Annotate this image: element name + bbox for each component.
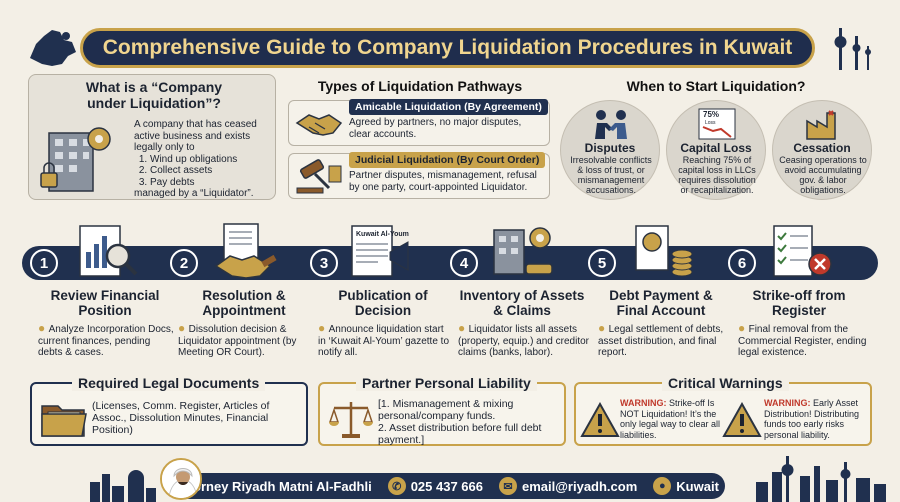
amicable-title: Amicable Liquidation (By Agreement)	[349, 99, 548, 115]
step-number: 6	[728, 249, 756, 277]
email-contact[interactable]: ✉email@riyadh.com	[499, 477, 637, 495]
liability-text: [1. Mismanagement & mixing personal/comp…	[378, 398, 542, 446]
factory-icon	[806, 110, 836, 140]
documents-box: Required Legal Documents (Licenses, Comm…	[30, 375, 308, 446]
svg-text:Kuwait Al-Youm: Kuwait Al-Youm	[356, 231, 409, 238]
warning-text: WARNING: Strike-off Is NOT Liquidation! …	[620, 398, 721, 440]
handshake-icon	[295, 114, 343, 136]
step-title: Publication of Decision	[338, 288, 428, 318]
documents-title: Required Legal Documents	[72, 375, 266, 391]
bullet-icon: ●	[738, 321, 749, 335]
email-icon: ✉	[499, 477, 517, 495]
bullet-icon: ●	[318, 321, 329, 335]
coins-payment-icon	[635, 225, 693, 277]
city-skyline-right-icon	[756, 456, 886, 502]
avatar	[160, 458, 202, 500]
judicial-title: Judicial Liquidation (By Court Order)	[349, 152, 546, 168]
newspaper-megaphone-icon: Kuwait Al-Youm	[351, 225, 409, 277]
when-capital-loss: 75% Loss Capital Loss Reaching 75% of ca…	[666, 100, 766, 200]
step-description: ● Dissolution decision & Liquidator appo…	[178, 321, 297, 358]
when-title: When to Start Liquidation?	[626, 78, 806, 94]
warning-text: WARNING: Early Asset Distribution! Distr…	[764, 398, 860, 440]
step-description: ● Final removal from the Commercial Regi…	[738, 321, 867, 358]
kuwait-map-icon	[22, 22, 82, 74]
phone-icon: ✆	[387, 477, 406, 495]
step-number: 2	[170, 249, 198, 277]
judicial-pathway: Judicial Liquidation (By Court Order) Pa…	[288, 152, 550, 199]
warnings-title: Critical Warnings	[662, 375, 789, 391]
definition-card: What is a “Company under Liquidation”? A…	[28, 74, 276, 200]
step-description: ● Analyze Incorporation Docs, current fi…	[38, 321, 174, 358]
bullet-icon: ●	[38, 321, 49, 335]
warning-icon	[580, 402, 620, 437]
step-title: Debt Payment & Final Account	[609, 288, 713, 318]
bullet-icon: ●	[598, 321, 609, 335]
step-title: Inventory of Assets & Claims	[459, 288, 585, 318]
page-title: Comprehensive Guide to Company Liquidati…	[102, 36, 793, 59]
title-banner: Comprehensive Guide to Company Liquidati…	[80, 28, 815, 68]
dispute-people-icon	[595, 110, 627, 139]
amicable-text: Agreed by partners, no major disputes, c…	[349, 117, 522, 140]
when-cessation: Cessation Ceasing operations to avoid ac…	[772, 100, 872, 200]
definition-text: A company that has ceased active busines…	[134, 119, 274, 200]
step-description: ● Announce liquidation start in ‘Kuwait …	[318, 321, 450, 358]
scales-icon	[328, 402, 374, 438]
amicable-pathway: Amicable Liquidation (By Agreement) Agre…	[288, 99, 550, 146]
attorney-name: Attorney Riyadh Matni Al-Fadhli	[175, 478, 372, 494]
phone-contact[interactable]: ✆025 437 666	[387, 477, 483, 495]
judicial-text: Partner disputes, mismanagement, refusal…	[349, 170, 537, 193]
bullet-icon: ●	[178, 321, 189, 335]
bullet-icon: ●	[458, 321, 469, 335]
step-title: Review Financial Position	[50, 288, 160, 318]
attorney-portrait-icon	[162, 460, 200, 498]
step-number: 3	[310, 249, 338, 277]
location-contact: ●Kuwait	[653, 477, 719, 495]
step-title: Resolution & Appointment	[202, 288, 286, 318]
liability-title: Partner Personal Liability	[356, 375, 537, 391]
financial-review-icon	[79, 225, 138, 277]
loss-chart-icon: 75% Loss	[698, 108, 736, 140]
gavel-icon	[296, 159, 342, 194]
folder-icon	[41, 405, 87, 437]
kuwait-towers-icon	[825, 20, 885, 70]
strike-off-checklist-icon	[773, 225, 832, 277]
city-skyline-left-icon	[90, 470, 156, 502]
when-disputes: Disputes Irresolvable conflicts & loss o…	[560, 100, 660, 200]
documents-text: (Licenses, Comm. Register, Articles of A…	[92, 400, 270, 436]
definition-title: What is a “Company under Liquidation”?	[85, 79, 223, 111]
contract-handshake-icon	[214, 223, 277, 279]
step-number: 4	[450, 249, 478, 277]
assets-inventory-icon	[493, 227, 553, 275]
step-description: ● Liquidator lists all assets (property,…	[458, 321, 589, 358]
step-number: 5	[588, 249, 616, 277]
closed-building-icon	[40, 127, 111, 192]
liability-box: Partner Personal Liability [1. Mismanage…	[318, 375, 566, 446]
footer-bar: Attorney Riyadh Matni Al-Fadhli ✆025 437…	[175, 473, 725, 499]
pathways-title: Types of Liquidation Pathways	[317, 78, 523, 94]
svg-text:Loss: Loss	[705, 120, 716, 126]
definition-list: Wind up obligations Collect assets Pay d…	[134, 154, 274, 189]
warning-icon	[722, 402, 762, 437]
step-number: 1	[30, 249, 58, 277]
step-description: ● Legal settlement of debts, asset distr…	[598, 321, 724, 358]
location-pin-icon: ●	[653, 477, 672, 495]
warnings-box: Critical Warnings WARNING: Strike-off Is…	[574, 375, 872, 446]
svg-text:75%: 75%	[703, 110, 719, 119]
step-title: Strike-off from Register	[752, 288, 846, 318]
